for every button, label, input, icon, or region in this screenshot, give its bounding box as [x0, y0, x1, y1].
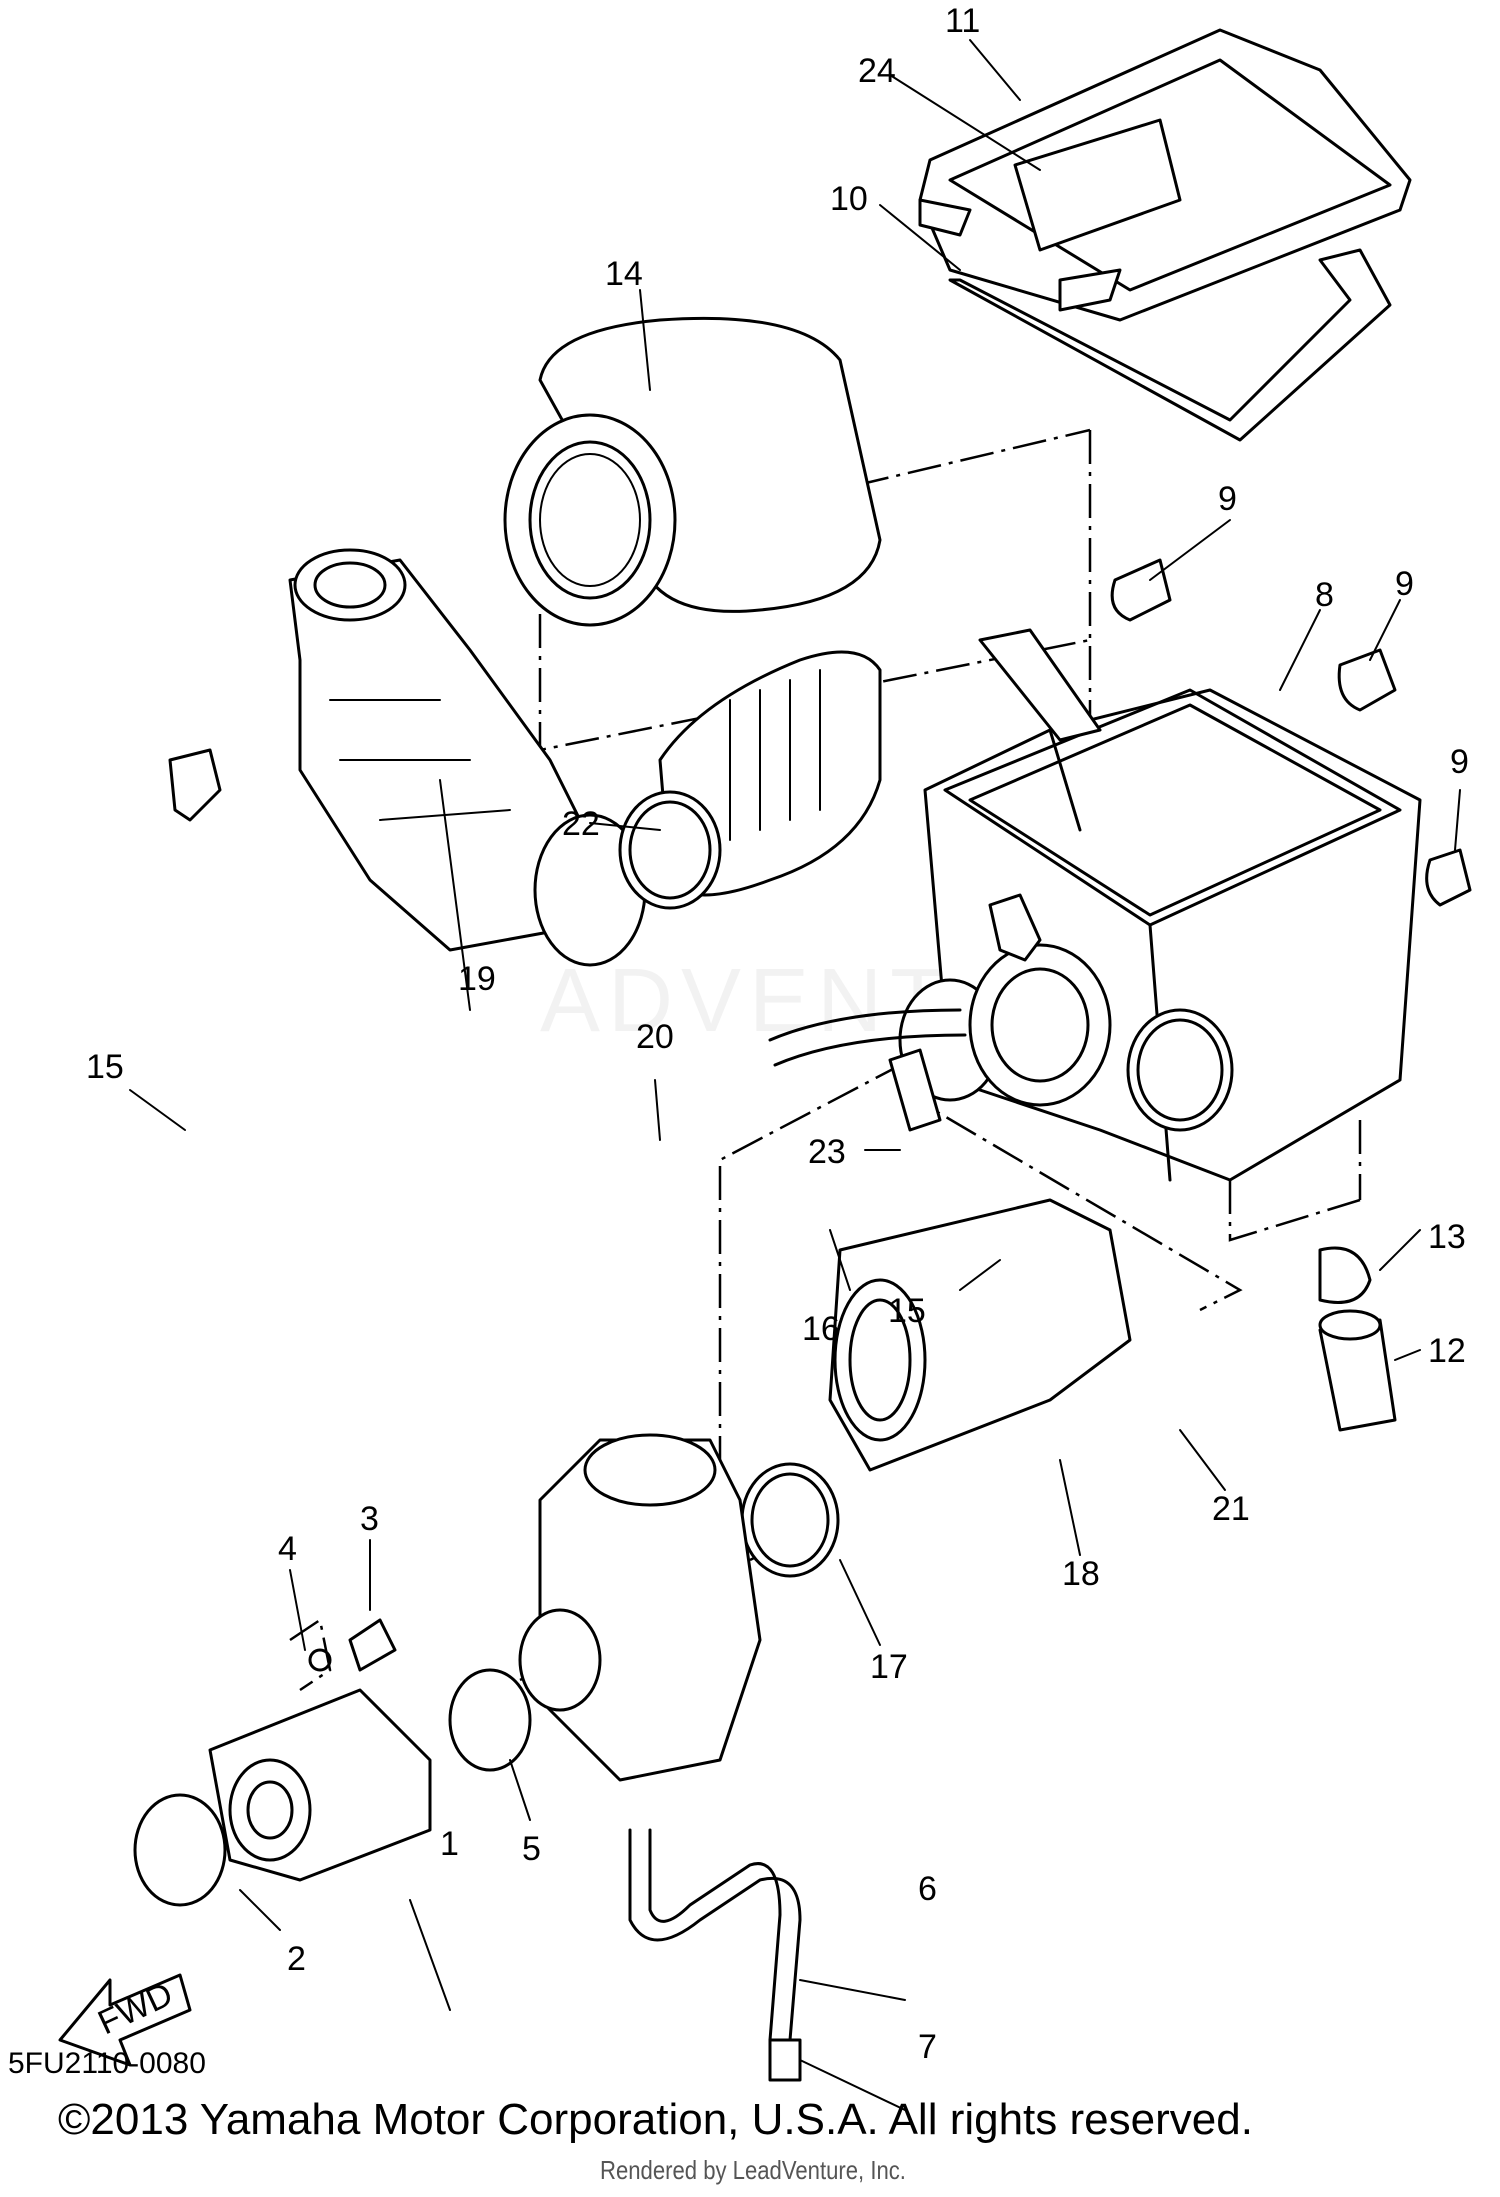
diagram-code: 5FU2110-0080 — [8, 2047, 206, 2080]
label-10: 10 — [830, 180, 868, 218]
label-9c: 9 — [1450, 743, 1469, 781]
label-9b: 9 — [1395, 565, 1414, 603]
air-filter-element[interactable] — [503, 316, 882, 627]
label-14: 14 — [605, 255, 643, 293]
washer[interactable] — [308, 1648, 332, 1672]
clamp-21[interactable] — [1126, 1008, 1234, 1132]
label-1: 1 — [440, 1825, 459, 1863]
label-4: 4 — [278, 1530, 297, 1568]
label-2: 2 — [287, 1940, 306, 1978]
air-box-gasket[interactable] — [948, 248, 1392, 442]
joint-air-filter-left[interactable] — [288, 548, 647, 967]
joint-carburetor[interactable] — [828, 1198, 1132, 1472]
drain-plug[interactable] — [1318, 1246, 1372, 1304]
label-8: 8 — [1315, 576, 1334, 614]
label-15b: 15 — [888, 1292, 926, 1330]
hose-holder[interactable] — [888, 1048, 942, 1132]
carburetor-joint[interactable] — [208, 1688, 432, 1882]
label-23: 23 — [808, 1133, 846, 1171]
label-13: 13 — [1428, 1218, 1466, 1256]
label-6: 6 — [918, 1870, 937, 1908]
leader-lines — [129, 39, 1461, 2111]
label-24: 24 — [858, 52, 896, 90]
label-16: 16 — [802, 1310, 840, 1348]
copyright-notice: ©2013 Yamaha Motor Corporation, U.S.A. A… — [58, 2095, 1253, 2144]
carburetor[interactable] — [518, 1433, 762, 1782]
rendered-by-credit: Rendered by LeadVenture, Inc. — [600, 2155, 906, 2185]
clamp-5[interactable] — [448, 1668, 532, 1772]
label-3: 3 — [360, 1500, 379, 1538]
label-21: 21 — [1212, 1490, 1250, 1528]
clamp-17[interactable] — [740, 1462, 840, 1578]
label-11: 11 — [945, 2, 980, 40]
label-20: 20 — [636, 1018, 674, 1056]
air-box-cover[interactable] — [918, 28, 1412, 322]
drain-hose[interactable] — [628, 1828, 802, 2042]
bolt[interactable] — [348, 1618, 397, 1672]
label-22: 22 — [562, 805, 600, 843]
label-9a: 9 — [1218, 480, 1237, 518]
clamp-20[interactable] — [618, 790, 722, 910]
label-12: 12 — [1428, 1332, 1466, 1370]
drain-fitting[interactable] — [768, 2038, 802, 2082]
label-18: 18 — [1062, 1555, 1100, 1593]
drain-cap[interactable] — [1318, 1309, 1397, 1432]
label-19: 19 — [458, 960, 496, 998]
breather-hose[interactable] — [768, 1008, 967, 1067]
label-5: 5 — [522, 1830, 541, 1868]
label-17: 17 — [870, 1648, 908, 1686]
o-ring[interactable] — [133, 1793, 227, 1907]
fwd-arrow — [58, 1973, 192, 2067]
label-7: 7 — [918, 2028, 937, 2066]
label-15a: 15 — [86, 1048, 124, 1086]
elbow-fittings[interactable] — [168, 748, 1042, 962]
